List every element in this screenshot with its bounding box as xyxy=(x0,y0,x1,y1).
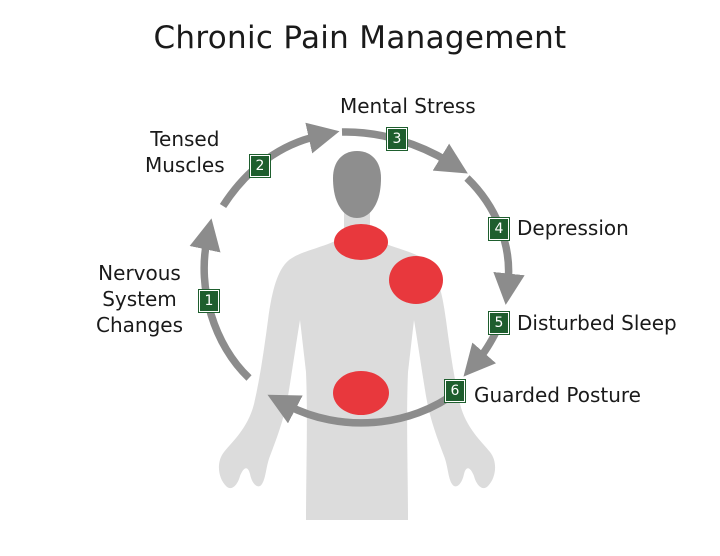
label-line: Changes xyxy=(96,313,183,337)
step-badge-5: 5 xyxy=(489,312,509,334)
human-figure xyxy=(218,151,496,520)
arrow-nervous-to-tensed xyxy=(189,218,252,381)
label-disturbed-sleep: Disturbed Sleep xyxy=(517,311,677,335)
label-mental-stress: Mental Stress xyxy=(340,94,476,118)
label-tensed-muscles: Tensed Muscles xyxy=(145,126,225,178)
pain-spot-shoulder xyxy=(389,256,443,304)
label-line: System xyxy=(102,287,177,311)
step-badge-1: 1 xyxy=(199,290,219,312)
step-badge-3: 3 xyxy=(387,128,407,150)
label-line: Nervous xyxy=(98,261,181,285)
pain-spot-lower-back xyxy=(333,371,389,415)
diagram-title: Chronic Pain Management xyxy=(153,20,567,56)
arrow-posture-to-nervous xyxy=(267,388,461,427)
label-nervous-system-changes: Nervous System Changes xyxy=(96,260,183,338)
step-badge-6: 6 xyxy=(445,380,465,402)
head xyxy=(333,151,381,218)
label-line: Tensed xyxy=(150,127,220,151)
arrow-sleep-to-posture xyxy=(463,328,501,377)
step-badge-4: 4 xyxy=(489,218,509,240)
label-depression: Depression xyxy=(517,216,629,240)
label-line: Muscles xyxy=(145,153,225,177)
label-guarded-posture: Guarded Posture xyxy=(474,383,641,407)
step-badge-2: 2 xyxy=(250,155,270,177)
arrow-tensed-to-stress xyxy=(219,122,340,209)
pain-spot-neck xyxy=(334,224,388,260)
